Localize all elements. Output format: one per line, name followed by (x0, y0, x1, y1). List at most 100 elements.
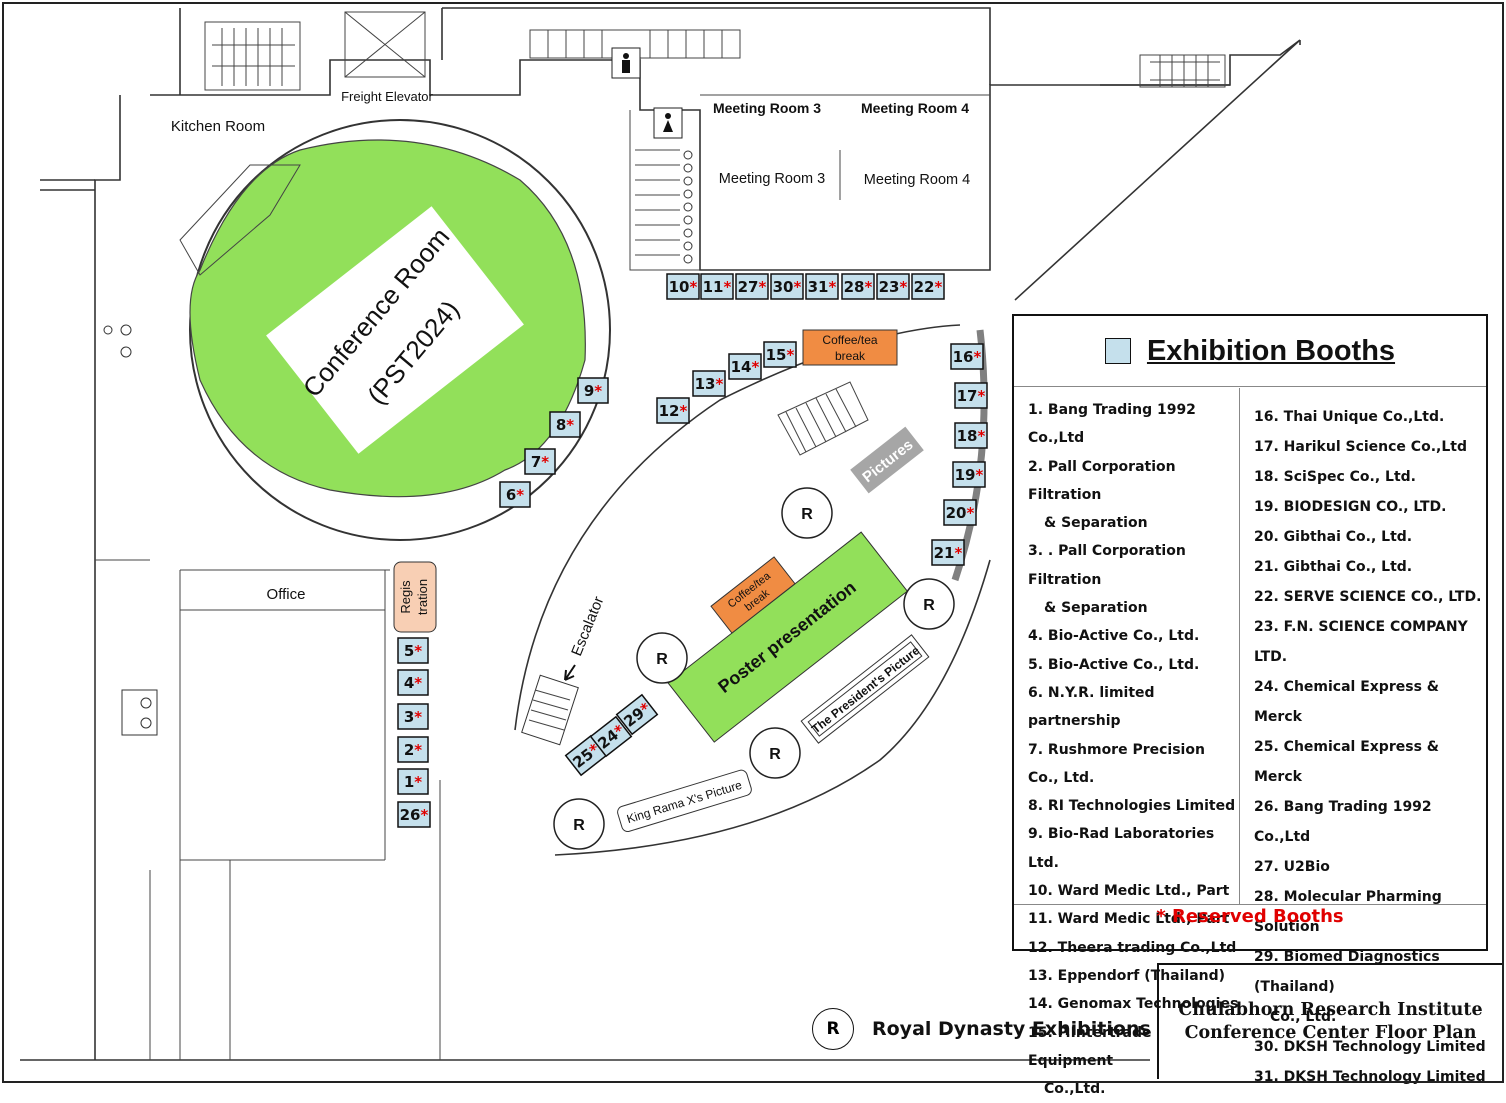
legend-entry-text: 16. Thai Unique Co.,Ltd. (1254, 409, 1445, 425)
coffee-break-top-label-2: break (835, 349, 866, 363)
presidents-picture-label: The President's Picture (809, 643, 923, 736)
booth-box (841, 273, 875, 300)
legend-entry-text: 29. Biomed Diagnostics (Thailand) (1254, 949, 1440, 995)
conference-room: Conference Room (PST2024) (179, 119, 611, 541)
legend-entry: 17. Harikul Science Co.,Ltd (1254, 432, 1486, 462)
booth-20: 20* (943, 499, 977, 526)
booth-19: 19* (952, 461, 986, 488)
legend-entry-text: 2. Pall Corporation Filtration (1028, 458, 1176, 503)
booth-number: 23* (879, 278, 908, 296)
legend-entry-text: 5. Bio-Active Co., Ltd. (1028, 656, 1200, 673)
legend-entry: 23. F.N. SCIENCE COMPANY LTD. (1254, 612, 1486, 672)
booth-number: 26* (400, 806, 429, 824)
booth-number: 21* (934, 544, 963, 562)
booth-number: 31* (808, 278, 837, 296)
booth-18: 18* (954, 422, 988, 449)
booth-number: 10* (669, 278, 698, 296)
booth-number: 22* (914, 278, 943, 296)
legend-entry: 25. Chemical Express & Merck (1254, 732, 1486, 792)
royal-key-marker: R (812, 1008, 854, 1050)
booth-box (728, 353, 762, 380)
legend-entry: 4. Bio-Active Co., Ltd. (1028, 622, 1239, 650)
legend-entry: 13. Eppendorf (Thailand) (1028, 962, 1239, 990)
booth-30: 30* (770, 273, 804, 300)
booth-number: 11* (703, 278, 732, 296)
booth-8: 8* (549, 411, 581, 438)
restroom-left (103, 324, 158, 736)
booth-box (589, 715, 633, 758)
booth-box (666, 273, 700, 300)
booth-number: 8* (556, 416, 574, 434)
legend-entry: 16. Thai Unique Co.,Ltd. (1254, 402, 1486, 432)
booth-box (931, 539, 965, 566)
booth-legend: Exhibition Booths 1. Bang Trading 1992 C… (1012, 314, 1488, 1097)
legend-entry-text: 17. Harikul Science Co.,Ltd (1254, 439, 1467, 455)
royal-key-label: Royal Dynasty Exhibitions (872, 1018, 1151, 1040)
title-block: Chulabhorn Research Institute Conference… (1157, 963, 1502, 1079)
registration-desk: Regis tration (393, 561, 437, 633)
booth-number: 3* (404, 708, 422, 726)
legend-entry: 5. Bio-Active Co., Ltd. (1028, 651, 1239, 679)
legend-entry-text: 18. SciSpec Co., Ltd. (1254, 469, 1416, 485)
legend-entry: 11. Ward Medic Ltd., Part (1028, 905, 1239, 933)
kitchen-room-label: Kitchen Room (171, 118, 265, 135)
legend-entry-text: 30. DKSH Technology Limited (1254, 1039, 1486, 1055)
booth-10: 10* (666, 273, 700, 300)
legend-entry-text: 21. Gibthai Co., Ltd. (1254, 559, 1413, 575)
legend-entry: 22. SERVE SCIENCE CO., LTD. (1254, 582, 1486, 612)
registration-label-1: Regis (398, 580, 413, 614)
legend-entry: 19. BIODESIGN CO., LTD. (1254, 492, 1486, 522)
royal-markers: R R R R R (553, 487, 955, 850)
picture-strip-label: Picture (981, 448, 992, 474)
plan-title: Conference Center Floor Plan (1184, 1023, 1477, 1043)
booth-17: 17* (954, 382, 988, 409)
legend-entry-continuation: & Separation (1044, 600, 1148, 617)
legend-entry-continuation: & Separation (1044, 515, 1148, 532)
legend-entry-continuation: Co.,Ltd. (1044, 1081, 1106, 1098)
booth-31: 31* (805, 273, 839, 300)
legend-entry: 29. Biomed Diagnostics (Thailand) Co., Lt… (1254, 942, 1486, 1032)
booth-4: 4* (397, 669, 429, 696)
booth-box (950, 343, 984, 370)
legend-entry-text: 6. N.Y.R. limited partnership (1028, 684, 1155, 730)
booth-number: 7* (531, 453, 549, 471)
building-walls (20, 7, 1301, 1061)
legend-entry-text: 1. Bang Trading 1992 Co.,Ltd (1028, 402, 1196, 447)
booth-number: 18* (957, 427, 986, 445)
legend-entry-continuation: Co., Ltd. (1270, 1009, 1337, 1025)
legend-entry-text: 23. F.N. SCIENCE COMPANY LTD. (1254, 619, 1468, 665)
booth-box (943, 499, 977, 526)
booth-box (763, 341, 797, 368)
exhibition-booths: 10*11*27*30*31*28*23*22*9*8*7*6*12*13*14… (397, 273, 988, 828)
escalator-label: Escalator (568, 594, 607, 658)
booth-21: 21* (931, 539, 965, 566)
booth-24: 24* (589, 715, 633, 758)
king-picture: King Rama X's Picture (617, 769, 752, 833)
booth-box (397, 669, 429, 696)
booth-number: 27* (738, 278, 767, 296)
booth-number: 30* (773, 278, 802, 296)
booth-number: 6* (506, 486, 524, 504)
booth-box (615, 693, 659, 736)
booth-box (692, 370, 726, 397)
booth-box (735, 273, 769, 300)
booth-box (954, 382, 988, 409)
escalator (521, 664, 579, 746)
coffee-break-top-label-1: Coffee/tea (822, 333, 877, 347)
restroom-women (635, 107, 693, 264)
legend-entry: 10. Ward Medic Ltd., Part (1028, 877, 1239, 905)
booth-box (656, 397, 690, 424)
booth-box (397, 703, 429, 730)
legend-entry-text: 25. Chemical Express & Merck (1254, 739, 1439, 785)
royal-marker-1-label: R (801, 506, 813, 523)
booth-26: 26* (397, 801, 431, 828)
booth-23: 23* (876, 273, 910, 300)
royal-marker-4-label: R (769, 746, 781, 763)
booth-7: 7* (524, 448, 556, 475)
booth-number: 14* (731, 358, 760, 376)
legend-entry: 26. Bang Trading 1992 Co.,Ltd (1254, 792, 1486, 852)
booth-9: 9* (577, 377, 609, 404)
legend-title: Exhibition Booths (1146, 334, 1396, 367)
booth-13: 13* (692, 370, 726, 397)
